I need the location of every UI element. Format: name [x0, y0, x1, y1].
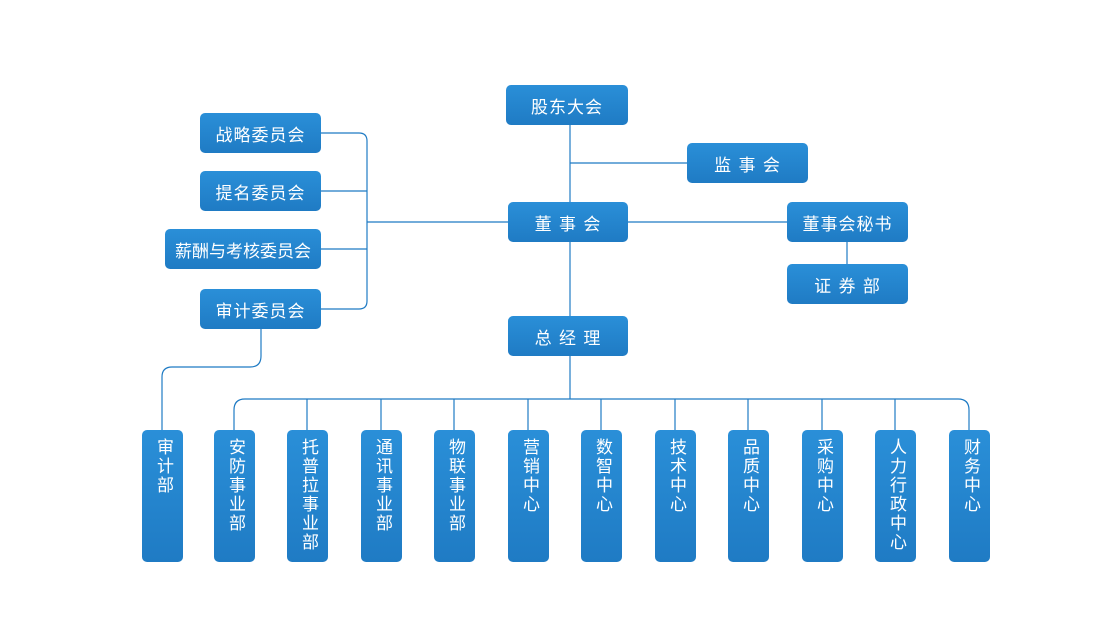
department-label: 财务中心 [960, 438, 980, 514]
department-box-communication: 通讯事业部 [361, 430, 402, 562]
supervisory-board-box: 监 事 会 [687, 143, 808, 183]
department-box-topla: 托普拉事业部 [287, 430, 328, 562]
department-label: 通讯事业部 [372, 438, 392, 533]
shareholders-meeting-box: 股东大会 [506, 85, 628, 125]
department-label: 营销中心 [519, 438, 539, 514]
department-box-iot: 物联事业部 [434, 430, 475, 562]
department-label: 采购中心 [813, 438, 833, 514]
strategy-committee-box: 战略委员会 [200, 113, 321, 153]
connector-lines [161, 125, 970, 430]
department-label: 托普拉事业部 [298, 438, 318, 552]
board-of-directors-label: 董 事 会 [534, 214, 602, 235]
securities-dept-box: 证 券 部 [787, 264, 908, 304]
connector-committee-bracket [321, 132, 368, 310]
board-secretary-label: 董事会秘书 [802, 214, 893, 235]
department-box-quality: 品质中心 [728, 430, 769, 562]
department-label: 人力行政中心 [886, 438, 906, 552]
committee-label: 战略委员会 [215, 125, 306, 146]
committee-label: 审计委员会 [215, 301, 306, 322]
department-box-procurement: 采购中心 [802, 430, 843, 562]
department-box-digital: 数智中心 [581, 430, 622, 562]
board-of-directors-box: 董 事 会 [508, 202, 628, 242]
general-manager-label: 总 经 理 [534, 328, 602, 349]
securities-dept-label: 证 券 部 [814, 276, 881, 297]
committee-label: 提名委员会 [215, 183, 306, 204]
department-box-finance: 财务中心 [949, 430, 990, 562]
department-box-security: 安防事业部 [214, 430, 255, 562]
supervisory-board-label: 监 事 会 [714, 155, 781, 176]
department-label: 技术中心 [666, 438, 686, 514]
board-secretary-box: 董事会秘书 [787, 202, 908, 242]
department-label: 安防事业部 [225, 438, 245, 533]
department-label: 物联事业部 [445, 438, 465, 533]
connector-audit-committee-dept [161, 329, 262, 430]
nomination-committee-box: 提名委员会 [200, 171, 321, 211]
department-label: 审计部 [153, 438, 173, 495]
department-box-marketing: 营销中心 [508, 430, 549, 562]
audit-committee-box: 审计委员会 [200, 289, 321, 329]
department-box-hr-admin: 人力行政中心 [875, 430, 916, 562]
department-label: 数智中心 [592, 438, 612, 514]
committee-label: 薪酬与考核委员会 [175, 241, 311, 262]
department-label: 品质中心 [739, 438, 759, 514]
general-manager-box: 总 经 理 [508, 316, 628, 356]
department-box-technology: 技术中心 [655, 430, 696, 562]
compensation-committee-box: 薪酬与考核委员会 [165, 229, 321, 269]
department-box-audit: 审计部 [142, 430, 183, 562]
shareholders-meeting-label: 股东大会 [531, 97, 603, 118]
